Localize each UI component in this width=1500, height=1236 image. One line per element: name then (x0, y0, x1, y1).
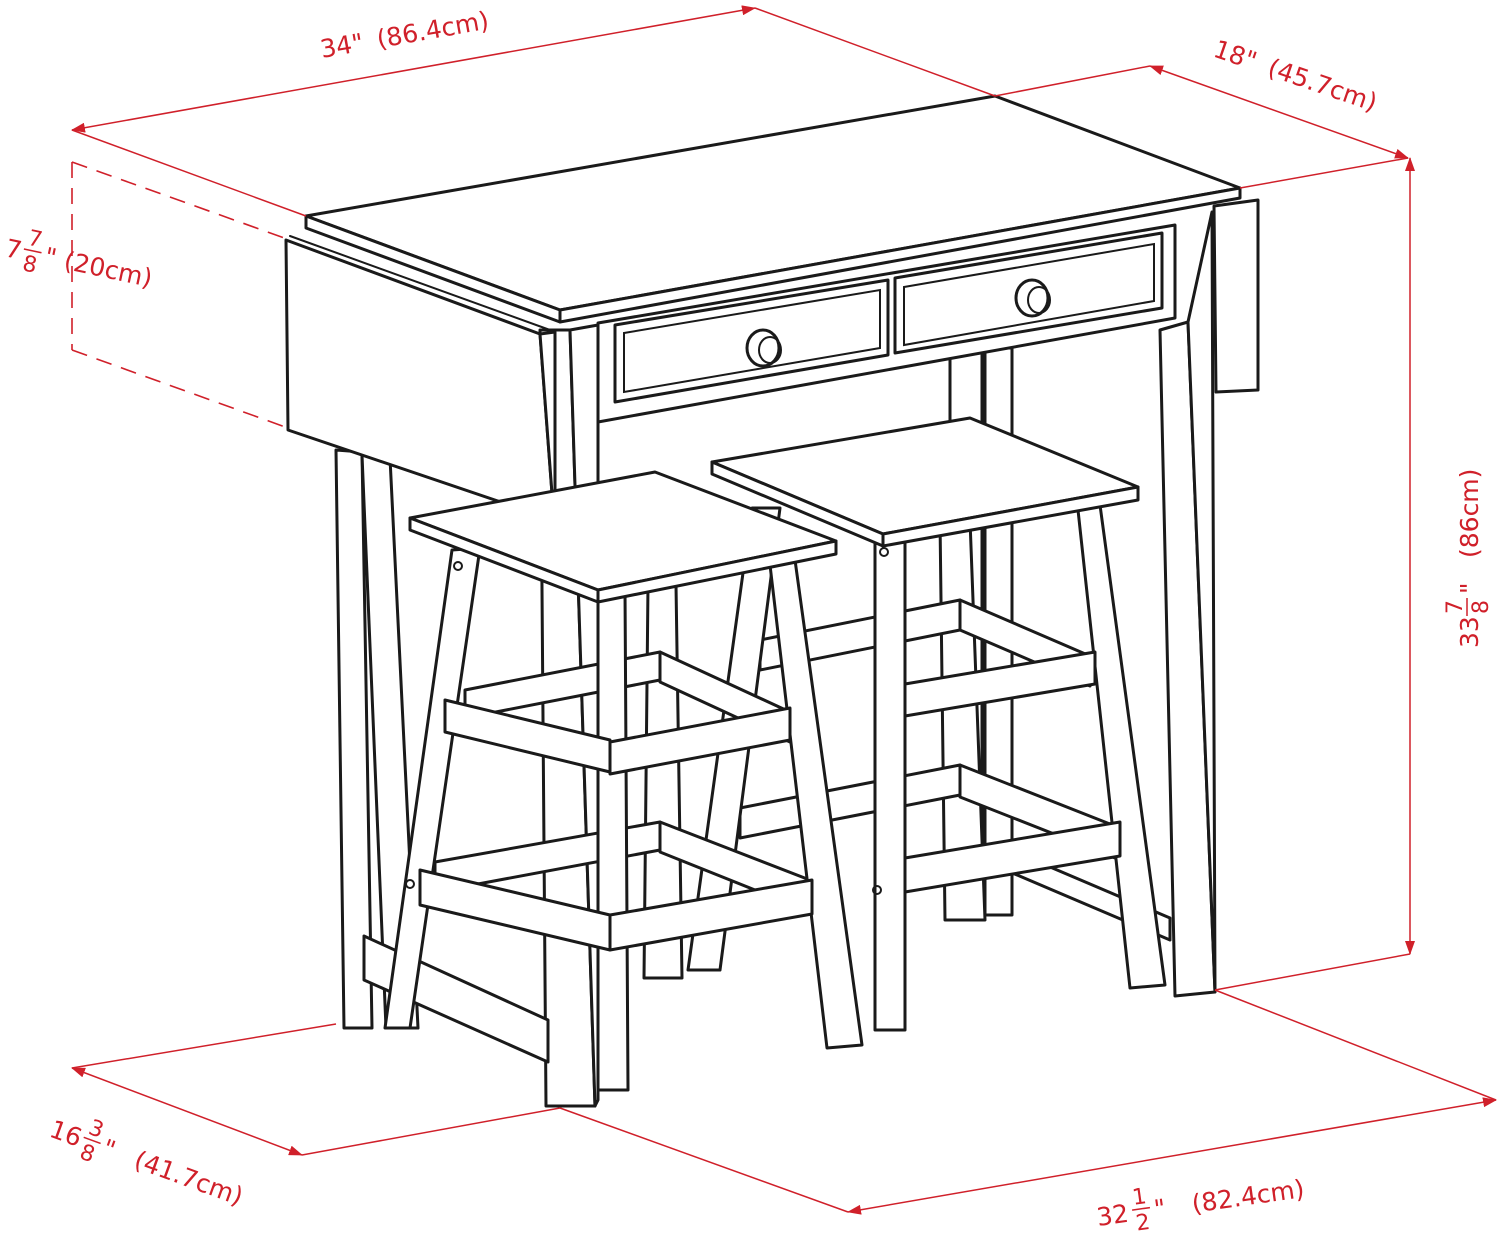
stool-left-seat-front (596, 539, 838, 604)
drop-leaf-right (1212, 198, 1260, 394)
height-num: 7 (1443, 600, 1468, 614)
stool-left-rung-front-right (608, 706, 792, 776)
height-metric: (86cm) (1455, 469, 1484, 558)
stool-right-screw (879, 547, 889, 557)
stool-right-seat-front (881, 485, 1140, 548)
drop-leaf-label: 7 7 8 " (20cm) (3, 226, 155, 293)
height-whole: 33 (1455, 616, 1484, 648)
table-leg-right-side (1186, 210, 1217, 994)
folded-width-label: 32 1 2 " (82.4cm) (1095, 1174, 1306, 1236)
drawer-right-inset (903, 242, 1155, 347)
folded-width-metric: (82.4cm) (1190, 1174, 1306, 1218)
stool-right-leg-left (873, 530, 907, 1032)
stool-left-screw-low (405, 879, 415, 889)
drop-leaf-num: 7 (26, 226, 45, 253)
stool-right-screw-low (872, 885, 882, 895)
stool-left-screw (453, 561, 463, 571)
drawer-knob-left (745, 328, 781, 368)
bar-stool-icon (383, 470, 864, 1092)
length-label: 34"(86.4cm) (318, 6, 491, 64)
stool-left-leg-front (596, 588, 630, 1092)
folded-depth-metric: (41.7cm) (131, 1145, 247, 1211)
drop-leaf-unit: " (42, 242, 59, 273)
folded-depth-dimension: 16 3 8 " (41.7cm) (46, 1023, 561, 1211)
drop-leaf-den: 8 (20, 251, 39, 278)
folded-width-den: 2 (1134, 1210, 1151, 1236)
folded-depth-label: 16 3 8 " (41.7cm) (46, 1114, 247, 1211)
stool-right-rung-low (738, 763, 962, 840)
drawer-knob-right (1014, 278, 1050, 318)
depth-label: 18"(45.7cm) (1210, 34, 1381, 117)
drop-leaf-whole: 7 (3, 234, 25, 266)
folded-width-unit: " (1152, 1194, 1167, 1224)
stool-left-rung-front-low-right (608, 878, 814, 952)
hinge-line (289, 235, 551, 331)
table-top-side-edge (304, 214, 562, 324)
folded-width-whole: 32 (1095, 1199, 1131, 1232)
height-den: 8 (1469, 600, 1494, 614)
drawer-left-inset (623, 288, 881, 394)
height-dimension: 33 7 8 " (86cm) (1214, 157, 1494, 991)
folded-depth-unit: " (99, 1134, 120, 1165)
folded-depth-whole: 16 (46, 1114, 86, 1152)
drop-leaf-dimension: 7 7 8 " (20cm) (3, 161, 291, 429)
drawer-knob-right-face (1027, 286, 1051, 314)
stool-right-rung-front-low (903, 820, 1122, 894)
folded-width-dimension: 32 1 2 " (82.4cm) (559, 989, 1497, 1236)
height-label: 33 7 8 " (86cm) (1443, 469, 1494, 648)
stool-right-rung-front (903, 650, 1097, 718)
folded-depth-den: 8 (76, 1140, 98, 1168)
drop-leaf-metric: (20cm) (61, 246, 154, 293)
bar-stool-icon (686, 416, 1167, 1032)
drawer-knob-left-face (758, 336, 782, 364)
height-unit: " (1455, 583, 1484, 595)
stool-right-leg-right (1076, 503, 1167, 990)
folded-width-num: 1 (1131, 1184, 1148, 1211)
